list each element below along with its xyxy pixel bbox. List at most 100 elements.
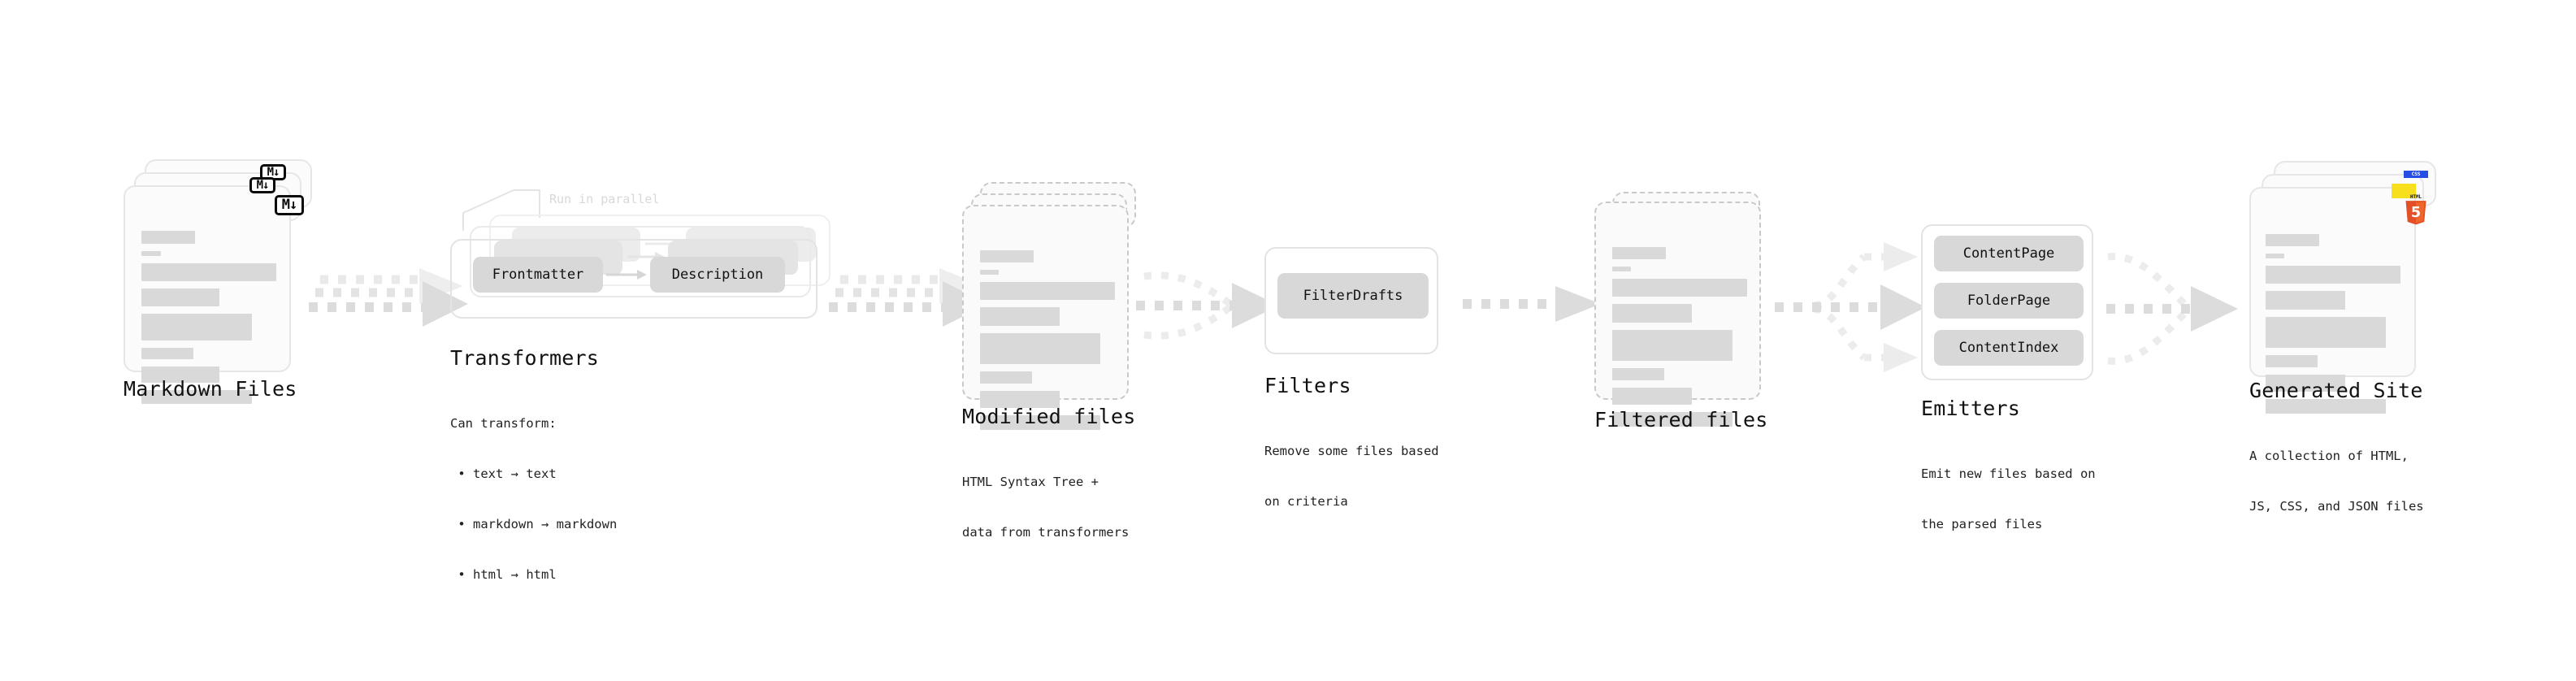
generated-site-sub-2: JS, CSS, and JSON files [2249,499,2424,514]
placeholder-line [980,371,1032,384]
arrow-dotted-stack-3 [309,268,468,327]
document-placeholder-lines [1612,247,1747,434]
arrow-dotted-converge-3 [1136,271,1279,340]
label-modified-files: Modified files [962,405,1136,428]
document-placeholder-lines [980,250,1115,437]
transformer-stack: Frontmatter Description [450,215,832,328]
filters-sub-2: on criteria [1264,494,1348,510]
js-icon-square [2392,184,2416,198]
placeholder-line [980,250,1034,262]
placeholder-line [980,270,999,275]
svg-text:HTML: HTML [2410,195,2422,200]
css3-icon-label: CSS [2404,171,2428,178]
js-icon [2392,184,2416,198]
document-sheet-front [2249,187,2416,414]
filters-subtitle: Remove some files based on criteria [1264,410,1439,544]
html5-icon-shield: HTML 5 [2405,195,2426,225]
stage-filtered-files: Filtered files [1594,192,1770,432]
generated-site-document-stack: CSS HTML 5 [2249,161,2438,414]
arrow-dotted-stack-3 [829,268,988,327]
placeholder-line [1612,368,1664,380]
placeholder-line [2266,375,2345,392]
document-placeholder-lines [2266,234,2400,421]
emitters-sub-1: Emit new files based on [1921,466,2096,482]
label-emitters: Emitters [1921,397,2021,420]
transformers-sub-item-1: • text → text [450,466,557,482]
markdown-icon: M↓ [275,195,304,215]
placeholder-line [2266,234,2319,246]
label-filters: Filters [1264,374,1351,397]
emitters-subtitle: Emit new files based on the parsed files [1921,432,2096,566]
html5-icon: HTML 5 [2402,193,2430,226]
stage-modified-files: Modified files HTML Syntax Tree + data f… [962,182,1138,540]
emitters-sub-2: the parsed files [1921,517,2043,532]
placeholder-line [2266,266,2400,284]
generated-site-subtitle: A collection of HTML, JS, CSS, and JSON … [2249,414,2424,549]
placeholder-line [141,314,252,340]
label-generated-site: Generated Site [2249,379,2423,402]
markdown-icon-middle: M↓ [249,177,275,193]
placeholder-line [141,251,161,256]
arrow-filtered-to-emitters [1775,234,1929,380]
placeholder-line [980,282,1115,300]
filters-sub-1: Remove some files based [1264,444,1439,459]
placeholder-line [141,390,252,404]
emitter-node-contentindex[interactable]: ContentIndex [1934,330,2084,366]
filter-node-filterdrafts[interactable]: FilterDrafts [1277,273,1429,319]
placeholder-line [2266,254,2284,258]
transformer-layer-middle [470,226,811,297]
css3-icon: CSS [2404,171,2428,178]
label-markdown-files: Markdown Files [124,377,297,401]
stage-markdown-files: M↓ M↓ M↓ Markdown Files [124,159,312,404]
transformers-subtitle: Can transform: • text → text • markdown … [450,382,617,617]
placeholder-line [1612,267,1631,271]
placeholder-line [1612,304,1692,323]
transformers-sub-item-2: • markdown → markdown [450,516,618,531]
markdown-icon-label: M↓ [249,177,275,193]
generated-site-sub-1: A collection of HTML, [2249,449,2409,464]
markdown-icon-label: M↓ [275,195,304,215]
placeholder-line [2266,291,2345,310]
transformer-node-description[interactable]: Description [650,257,785,293]
document-placeholder-lines [141,231,276,411]
modified-files-subtitle: HTML Syntax Tree + data from transformer… [962,440,1129,575]
placeholder-line [1612,330,1733,361]
stage-transformers: Run in parallel Frontmatter Description [450,189,832,582]
placeholder-line [141,231,195,244]
placeholder-line [141,348,193,359]
document-sheet-front [962,205,1129,430]
run-parallel-leader-line [462,189,540,231]
placeholder-line [141,367,219,383]
svg-text:5: 5 [2411,205,2421,221]
emitters-panel: ContentPage FolderPage ContentIndex [1921,224,2093,380]
label-transformers: Transformers [450,346,600,370]
placeholder-line [141,263,276,281]
modified-document-stack [962,182,1138,430]
transformer-node-frontmatter[interactable]: Frontmatter [473,257,603,293]
modified-files-sub-1: HTML Syntax Tree + [962,475,1099,490]
placeholder-line [980,307,1060,326]
transformers-sub-head: Can transform: [450,416,557,432]
placeholder-line [2266,317,2386,348]
placeholder-line [980,391,1060,408]
stage-generated-site: CSS HTML 5 Generated Site A collection o… [2249,161,2438,514]
transformers-sub-item-3: • html → html [450,566,557,582]
label-run-in-parallel: Run in parallel [549,192,660,206]
emitter-node-folderpage[interactable]: FolderPage [1934,283,2084,319]
placeholder-line [2266,355,2318,367]
arrow-filters-to-filtered [1463,286,1609,322]
filtered-document-stack [1594,192,1770,427]
placeholder-line [1612,388,1692,405]
label-filtered-files: Filtered files [1594,408,1768,432]
arrow-md-to-transformers [309,268,471,341]
placeholder-line [1612,412,1733,427]
arrow-dotted-converge-3 [2106,253,2238,365]
document-sheet-front [124,185,291,404]
modified-files-sub-2: data from transformers [962,525,1130,540]
emitter-node-contentpage[interactable]: ContentPage [1934,236,2084,271]
filters-panel: FilterDrafts [1264,247,1438,354]
placeholder-line [980,415,1100,430]
arrow-transformers-to-modified [829,268,991,341]
arrow-dotted-fan-3 [1775,242,1926,372]
document-sheet-front [1594,202,1761,427]
